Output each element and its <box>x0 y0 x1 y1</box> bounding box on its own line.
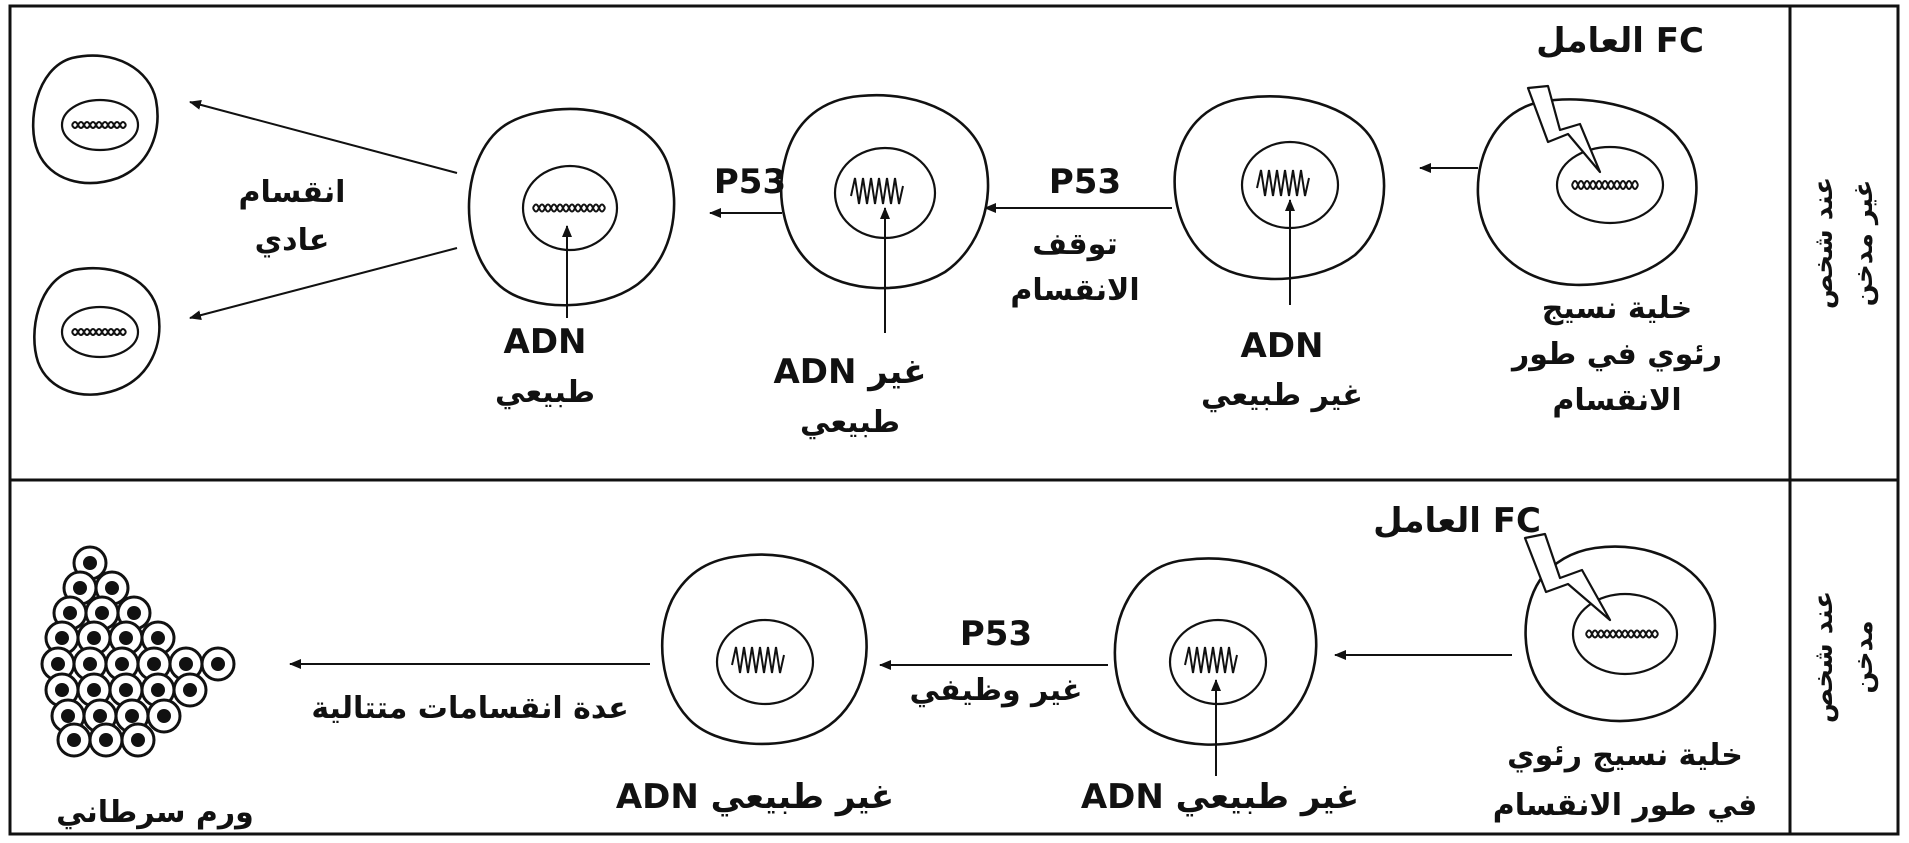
row-1-label-line1: عند شخص <box>1809 177 1839 309</box>
row1-factor-label: العامل FC <box>1536 21 1704 61</box>
tumor-cell-nucleus <box>93 709 107 723</box>
row1-arrow-up <box>189 99 458 174</box>
tumor-cluster <box>40 545 236 758</box>
row-1-label: عند شخص غير مدخن <box>1809 177 1879 309</box>
row2-p53-label: P53 <box>960 614 1032 654</box>
row1-cell-3 <box>779 93 990 333</box>
row1-cell-2 <box>1173 95 1386 305</box>
row2-cell-3 <box>660 553 868 746</box>
row2-dna-label-2: ADN غير طبيعي <box>616 777 894 817</box>
tumor-cell-nucleus <box>151 683 165 697</box>
row2-start-caption-1: خلية نسيج رئوي <box>1507 738 1743 773</box>
tumor-cell-nucleus <box>119 683 133 697</box>
row-2-label: عند شخص مدخن <box>1809 591 1879 723</box>
row-2-label-line1: عند شخص <box>1809 591 1839 723</box>
tumor-cell-nucleus <box>99 733 113 747</box>
row1-dna-label-2a: ADN غير <box>773 352 926 392</box>
row1-dividing-cell <box>1476 98 1698 287</box>
row1-dna-label-1a: ADN <box>1241 326 1324 366</box>
row2-start-caption-2: في طور الانقسام <box>1493 788 1757 823</box>
row1-daughter-cell-bottom <box>33 267 161 396</box>
row1-start-caption-2: رئوي في طور <box>1510 337 1722 372</box>
row2-protein-state: غير وظيفي <box>910 673 1083 708</box>
row1-dna-label-3b: طبيعي <box>495 375 595 410</box>
row1-start-caption-3: الانقسام <box>1552 383 1681 418</box>
row-2-label-line2: مدخن <box>1849 620 1879 693</box>
tumor-cell-nucleus <box>105 581 119 595</box>
row1-outcome-2: عادي <box>255 223 330 258</box>
tumor-cell-nucleus <box>83 556 97 570</box>
tumor-cell-nucleus <box>115 657 129 671</box>
tumor-cell-nucleus <box>183 683 197 697</box>
row1-action-label-2: الانقسام <box>1010 273 1139 308</box>
tumor-cell-nucleus <box>83 657 97 671</box>
tumor-cell-nucleus <box>179 657 193 671</box>
row2-factor-label: العامل FC <box>1373 501 1541 541</box>
row2-outcome-label: ورم سرطاني <box>56 795 254 830</box>
row1-p53-label-1: P53 <box>1049 162 1121 202</box>
tumor-cell-nucleus <box>151 631 165 645</box>
table-frame <box>8 4 1900 836</box>
row1-arrow-down <box>189 247 458 321</box>
tumor-cell-nucleus <box>147 657 161 671</box>
row1-outcome-1: انقسام <box>239 175 346 210</box>
tumor-cell-nucleus <box>95 606 109 620</box>
tumor-cell-nucleus <box>211 657 225 671</box>
tumor-cell-nucleus <box>131 733 145 747</box>
tumor-cell-nucleus <box>55 631 69 645</box>
tumor-cell-nucleus <box>157 709 171 723</box>
tumor-cell-nucleus <box>51 657 65 671</box>
row1-cell-4 <box>467 107 676 318</box>
tumor-cell-nucleus <box>63 606 77 620</box>
row2-dividing-cell <box>1524 545 1717 723</box>
tumor-cell-nucleus <box>87 683 101 697</box>
tumor-cell-nucleus <box>67 733 81 747</box>
tumor-cell-nucleus <box>87 631 101 645</box>
row2-dna-label-1: ADN غير طبيعي <box>1081 777 1359 817</box>
row1-dna-label-1b: غير طبيعي <box>1201 378 1363 413</box>
tumor-cell-nucleus <box>73 581 87 595</box>
row1-daughter-cell-top <box>31 54 159 185</box>
row2-outcome-arrow-label: عدة انقسامات متتالية <box>311 691 628 726</box>
row1-lightning-icon <box>1526 84 1602 174</box>
tumor-cell-nucleus <box>55 683 69 697</box>
row1-p53-label-2: P53 <box>714 162 786 202</box>
row-1-label-line2: غير مدخن <box>1849 180 1879 307</box>
row1-dna-label-2b: طبيعي <box>800 405 900 440</box>
row2-cell-2 <box>1113 557 1318 776</box>
row1-action-label-1: توقف <box>1032 227 1117 262</box>
tumor-cell-nucleus <box>127 606 141 620</box>
row1-dna-label-3a: ADN <box>504 322 587 362</box>
tumor-cell-nucleus <box>61 709 75 723</box>
tumor-cell-nucleus <box>119 631 133 645</box>
tumor-cell-nucleus <box>125 709 139 723</box>
row1-start-caption-1: خلية نسيج <box>1542 291 1692 326</box>
row2-lightning-icon <box>1523 532 1612 622</box>
